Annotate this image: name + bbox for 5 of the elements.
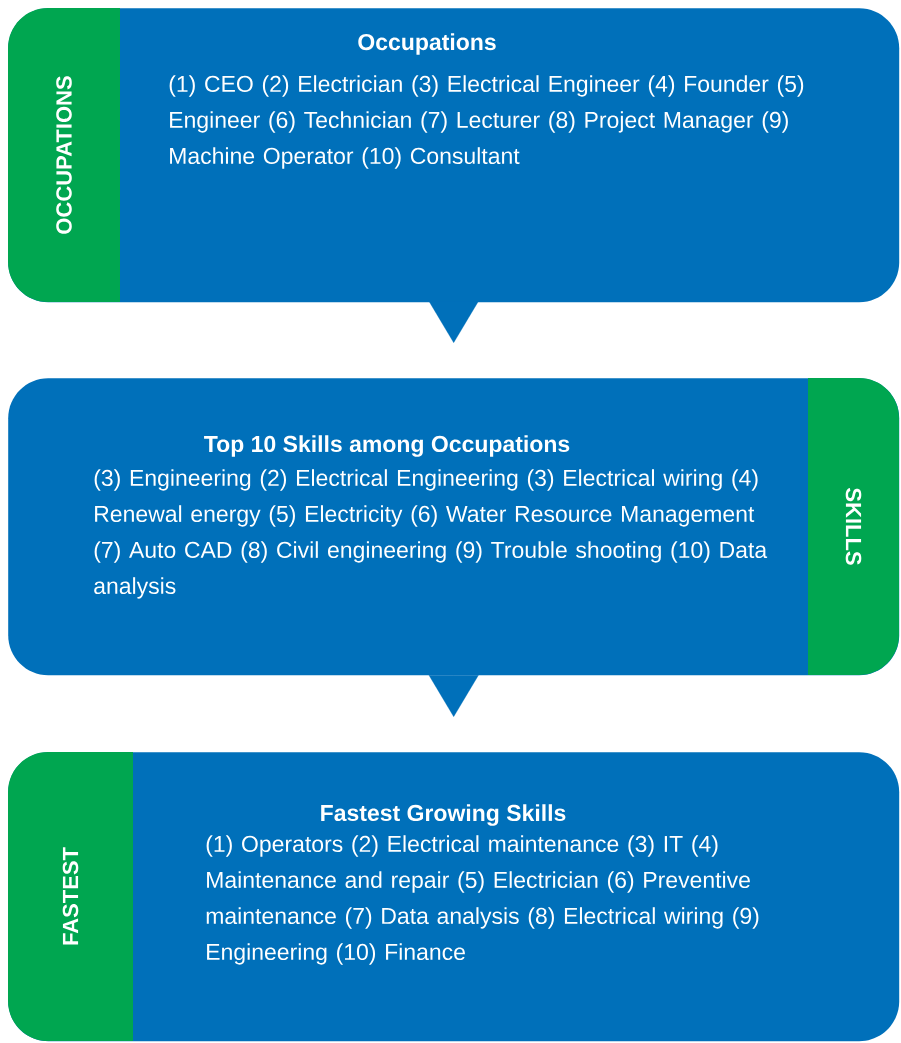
side-tab: OCCUPATIONS bbox=[8, 8, 120, 302]
side-tab: SKILLS bbox=[808, 378, 899, 675]
side-tab: FASTEST bbox=[8, 752, 133, 1041]
pointer-arrow bbox=[428, 300, 479, 343]
pointer-arrow bbox=[428, 674, 479, 717]
